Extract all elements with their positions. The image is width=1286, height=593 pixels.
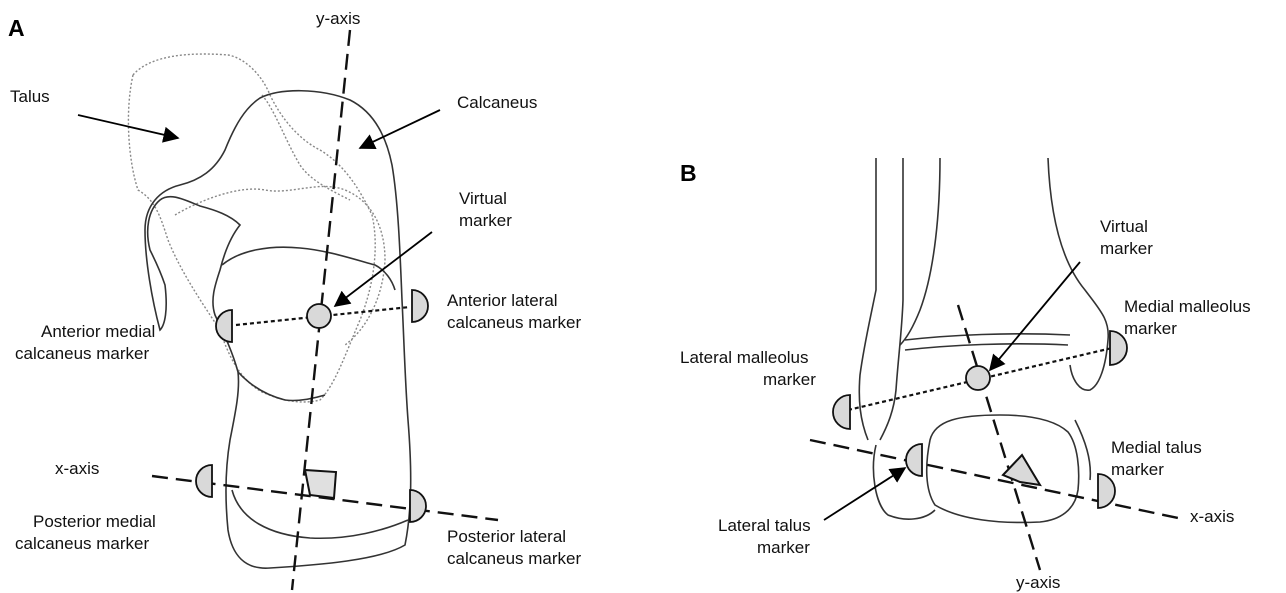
right-angle-marker xyxy=(305,470,336,498)
posterior-medial-label-1: Posterior medial xyxy=(33,512,156,531)
panel-b-virtual-marker xyxy=(966,366,990,390)
talus-arrow xyxy=(78,115,178,138)
panel-a-y-axis-label: y-axis xyxy=(316,9,360,28)
posterior-medial-label-2: calcaneus marker xyxy=(15,534,150,553)
calcaneus-outline xyxy=(145,91,411,568)
anterior-medial-label-1: Anterior medial xyxy=(41,322,155,341)
panel-b-right-angle-marker xyxy=(1003,455,1040,485)
anterior-lateral-marker xyxy=(412,290,428,322)
panel-b-y-axis-label: y-axis xyxy=(1016,573,1060,592)
talus-neck-outline xyxy=(262,95,350,200)
calcaneus-arrow xyxy=(360,110,440,148)
panel-a: A y-axis x-axis Talus xyxy=(8,9,582,590)
panel-a-virtual-marker xyxy=(307,304,331,328)
lateral-talus-label-1: Lateral talus xyxy=(718,516,811,535)
posterior-lateral-label-2: calcaneus marker xyxy=(447,549,582,568)
posterior-medial-marker xyxy=(196,465,212,497)
posterior-lateral-label-1: Posterior lateral xyxy=(447,527,566,546)
panel-b-letter: B xyxy=(680,160,697,186)
panel-b: B y-axis x-axis Virtual marker M xyxy=(680,158,1251,592)
calcaneus-facet xyxy=(222,247,395,290)
talus-dome xyxy=(927,415,1079,522)
medial-talus-label-1: Medial talus xyxy=(1111,438,1202,457)
panel-b-x-axis-label: x-axis xyxy=(1190,507,1234,526)
panel-b-virtual-label-2: marker xyxy=(1100,239,1153,258)
lateral-talus-marker xyxy=(906,444,922,476)
talus-outline xyxy=(128,54,375,402)
tibia-outline xyxy=(900,158,1108,390)
tibial-plafond xyxy=(905,334,1070,350)
lateral-malleolus-label-1: Lateral malleolus xyxy=(680,348,809,367)
panel-a-virtual-label-2: marker xyxy=(459,211,512,230)
medial-malleolus-label-1: Medial malleolus xyxy=(1124,297,1251,316)
panel-b-calcaneus xyxy=(873,420,1090,519)
lateral-talus-label-2: marker xyxy=(757,538,810,557)
anterior-medial-label-2: calcaneus marker xyxy=(15,344,150,363)
panel-a-letter: A xyxy=(8,15,25,41)
medial-talus-marker xyxy=(1098,474,1115,508)
lateral-malleolus-label-2: marker xyxy=(763,370,816,389)
medial-malleolus-label-2: marker xyxy=(1124,319,1177,338)
lateral-talus-arrow xyxy=(824,468,905,520)
panel-a-x-axis-label: x-axis xyxy=(55,459,99,478)
calcaneus-label: Calcaneus xyxy=(457,93,537,112)
panel-b-virtual-label-1: Virtual xyxy=(1100,217,1148,236)
lateral-malleolus-marker xyxy=(833,395,850,429)
medial-talus-label-2: marker xyxy=(1111,460,1164,479)
anterior-medial-marker xyxy=(216,310,232,342)
panel-a-virtual-label-1: Virtual xyxy=(459,189,507,208)
anterior-lateral-label-1: Anterior lateral xyxy=(447,291,558,310)
talus-label: Talus xyxy=(10,87,50,106)
panel-b-virtual-arrow xyxy=(990,262,1080,370)
posterior-lateral-marker xyxy=(410,490,426,522)
anterior-lateral-label-2: calcaneus marker xyxy=(447,313,582,332)
